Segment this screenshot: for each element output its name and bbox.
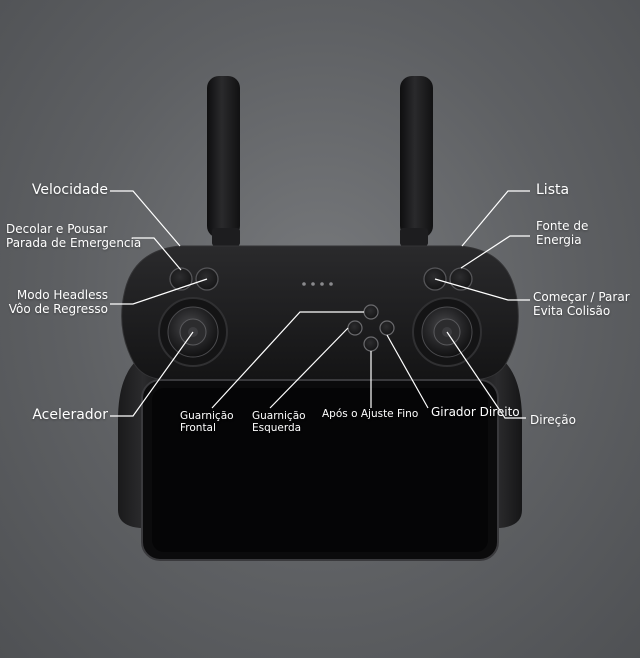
label-direcao: Direção [530,413,576,427]
trim-fine-button[interactable] [363,336,379,352]
trim-front-button[interactable] [363,304,379,320]
trim-left-button[interactable] [347,320,363,336]
leader-fonte [460,235,530,269]
label-guarnicao-esquerda: Guarnição Esquerda [252,410,306,435]
label-comecar: Começar / Parar Evita Colisão [533,290,630,318]
leader-guarnicao-frontal [211,311,364,409]
label-decolar: Decolar e Pousar Parada de Emergencia [6,222,142,250]
label-girador-direito: Girador Direito [431,405,520,419]
leader-lista [461,190,530,247]
left-antenna [207,76,240,246]
phone [141,379,499,561]
leader-guarnicao-esquerda [269,327,349,409]
speed-button[interactable] [169,267,193,291]
leader-comecar [434,278,530,301]
label-acelerador: Acelerador [32,407,108,423]
right-antenna [400,76,433,246]
leader-acelerador [110,331,194,417]
label-ajuste-fino: Após o Ajuste Fino [322,408,419,420]
indicator-lights [302,282,333,286]
leader-headless [110,278,208,305]
leader-direcao [446,331,526,419]
label-fonte: Fonte de Energia [536,219,589,247]
label-guarnicao-frontal: Guarnição Frontal [180,410,234,435]
leader-velocidade [110,190,181,247]
label-velocidade: Velocidade [31,182,108,198]
leader-girador-direito [386,334,429,409]
label-lista: Lista [536,182,570,198]
trim-right-button[interactable] [379,320,395,336]
label-headless: Modo Headless Vôo de Regresso [8,288,108,316]
leader-decolar [132,237,182,271]
